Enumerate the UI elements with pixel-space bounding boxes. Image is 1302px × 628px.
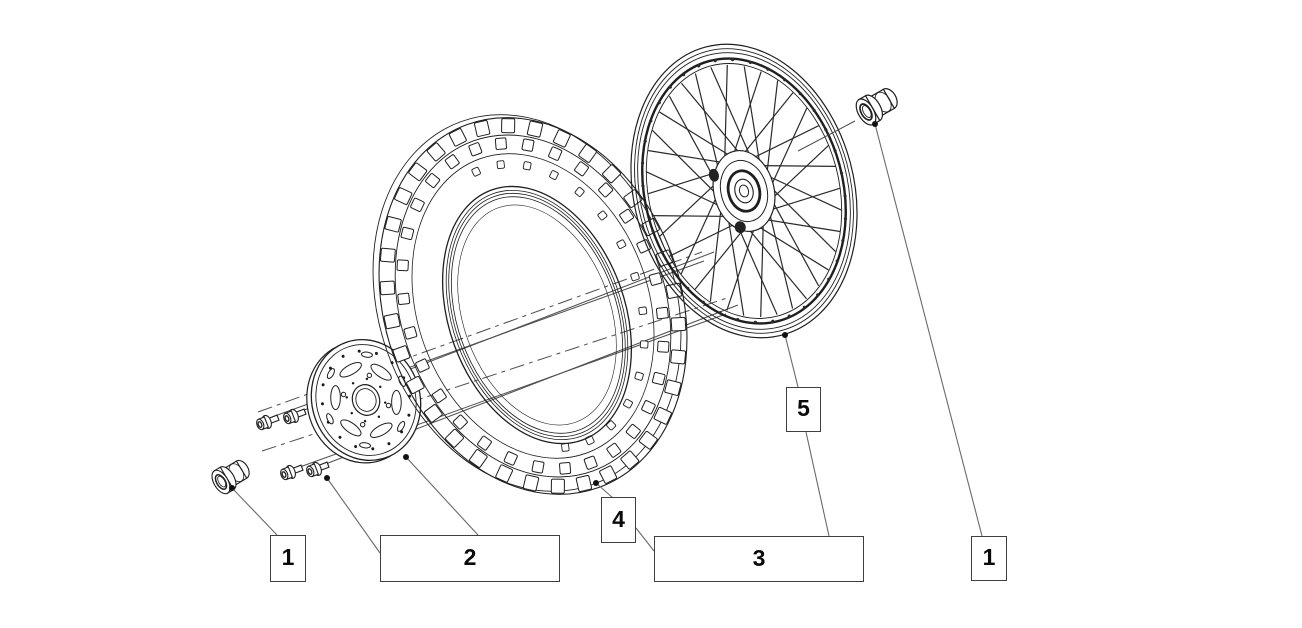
disc-bolts [256,408,330,481]
disc-bolt [283,408,307,425]
wheel-spokes [640,58,848,324]
tire [378,117,688,495]
disc-bolt [280,464,304,481]
callout-label: 3 [752,544,766,571]
hub-flange-post [734,221,746,234]
callout-5[interactable]: 5 [786,387,821,432]
wheel-hub [708,150,776,234]
tire-bead-rings [441,185,633,445]
callout-label: 4 [612,505,625,532]
disc-bolt [306,461,330,478]
callout-reference-dots [229,121,878,491]
brake-disc [310,338,422,462]
tire-sidewall-knobs [471,160,649,452]
callout-2[interactable]: 2 [380,535,560,582]
tire-tread-knobs-middle [396,137,670,475]
callout-label: 5 [797,395,810,421]
callout-4[interactable]: 4 [601,497,636,543]
callout-1-right[interactable]: 1 [971,536,1007,581]
callout-1-left[interactable]: 1 [270,535,306,582]
callout-label: 1 [281,544,295,570]
axle-line-right [797,120,856,152]
spoked-wheel [630,43,858,339]
disc-bolt [256,414,280,431]
tire-tread-knobs-outer [379,118,687,494]
axle-spacer-right [855,88,898,126]
hub-flange-post [708,168,720,182]
callout-label: 1 [982,544,996,570]
callout-3[interactable]: 3 [654,536,864,582]
axle-spacer-left [211,459,250,495]
callout-label: 2 [463,544,477,570]
rim-channel [641,57,847,325]
callout-leader-lines [231,123,983,554]
